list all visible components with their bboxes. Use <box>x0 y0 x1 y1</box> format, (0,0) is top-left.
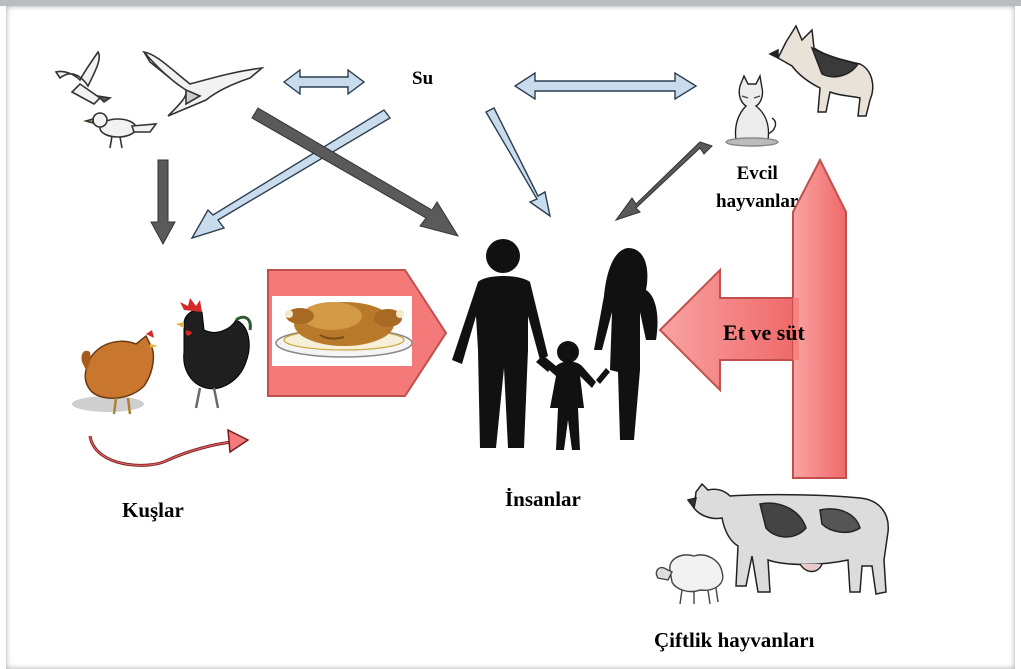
label-kuslar: Kuşlar <box>122 498 184 523</box>
label-ciftlik-hayvanlari: Çiftlik hayvanları <box>654 628 814 653</box>
label-su: Su <box>412 68 433 90</box>
water-to-people-arrow <box>486 108 550 216</box>
family-silhouette-icon <box>452 239 658 450</box>
rooster-icon <box>176 298 250 408</box>
roast-chicken-icon <box>276 302 412 357</box>
kuslar-cycle-arrow <box>90 430 248 465</box>
water-birds-double-arrow <box>284 70 364 94</box>
wild-birds-icon <box>56 52 262 148</box>
chicken-icon <box>72 330 158 414</box>
kuslar-to-people-food-arrow <box>268 270 446 396</box>
label-et-ve-sut: Et ve süt <box>723 320 805 346</box>
water-pets-double-arrow <box>515 73 696 99</box>
sheep-icon <box>656 555 722 604</box>
label-insanlar: İnsanlar <box>505 487 581 512</box>
domestic-pets-icon <box>726 26 873 146</box>
wildbirds-to-kuslar-arrow <box>151 160 175 244</box>
pets-people-double-arrow <box>616 142 712 220</box>
label-evcil-line2: hayvanlar <box>716 188 798 216</box>
label-evcil-line1: Evcil <box>716 160 798 188</box>
label-evcil-hayvanlar: Evcil hayvanlar <box>716 160 798 216</box>
